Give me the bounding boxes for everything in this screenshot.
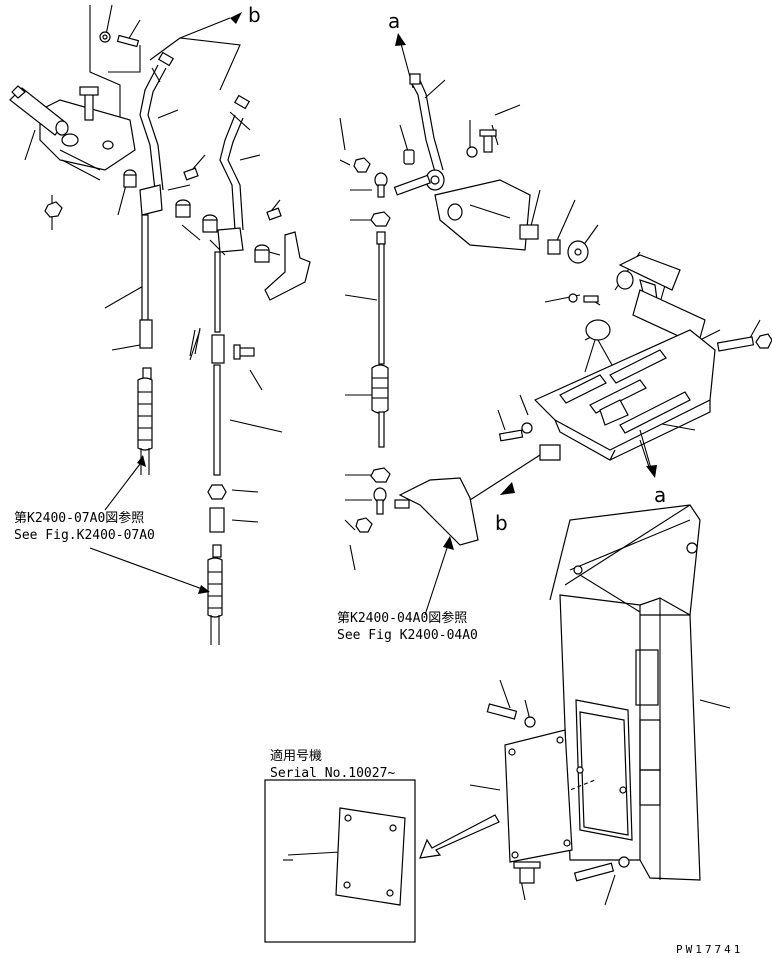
serial-label-en: Serial No.10027~ [270, 766, 395, 781]
cover-plate [504, 729, 573, 863]
serial-arrow [419, 814, 500, 859]
top-fasteners [99, 31, 251, 110]
callout-b-mid: b [495, 511, 508, 535]
callout-b-top: b [248, 3, 261, 27]
clevis-blocks [139, 184, 244, 253]
middle-fasteners [353, 129, 589, 264]
nut-left [44, 201, 63, 218]
lever-rods [139, 64, 244, 231]
grease-fittings [183, 167, 282, 221]
middle-linkage-assembly [339, 33, 599, 616]
guide-plate [533, 329, 716, 461]
callout-a-top: a [388, 9, 400, 33]
valve-lever [398, 477, 479, 546]
ref-fig07-jp: 第K2400-07A0図参照 [14, 510, 144, 526]
clevis-pin [233, 344, 255, 360]
bolt-right [716, 336, 755, 352]
left-rod-1 [137, 214, 153, 475]
callout-a-right: a [654, 483, 666, 507]
cotter-pin [189, 327, 201, 357]
ref-fig04-en: See Fig K2400-04A0 [337, 628, 478, 643]
shaft-support [434, 179, 531, 251]
arrow-b-head [230, 12, 242, 24]
serial-label-jp: 適用号機 [270, 748, 322, 764]
ref-fig07-en: See Fig.K2400-07A0 [14, 528, 155, 543]
serial-cover-plate [335, 807, 406, 906]
knob [585, 319, 611, 341]
console-fasteners [486, 703, 630, 884]
reference-arrows-left [89, 459, 206, 591]
left-lever-assembly [9, 4, 311, 645]
left-spacers [123, 169, 270, 263]
pivot-hub-left [39, 99, 136, 181]
middle-rod [355, 172, 391, 533]
upper-bracket [89, 5, 241, 140]
pin-left [9, 85, 69, 136]
drawing-id: PW17741 [676, 943, 743, 956]
arrow-a-head [395, 33, 406, 46]
lever-a [409, 75, 444, 173]
ref-fig04-jp: 第K2400-04A0図参照 [337, 610, 467, 626]
guide-fasteners [498, 293, 599, 442]
stop-bracket [264, 231, 311, 301]
serial-box [264, 779, 416, 943]
left-rod-2 [207, 251, 227, 645]
right-console-assembly [264, 251, 772, 943]
